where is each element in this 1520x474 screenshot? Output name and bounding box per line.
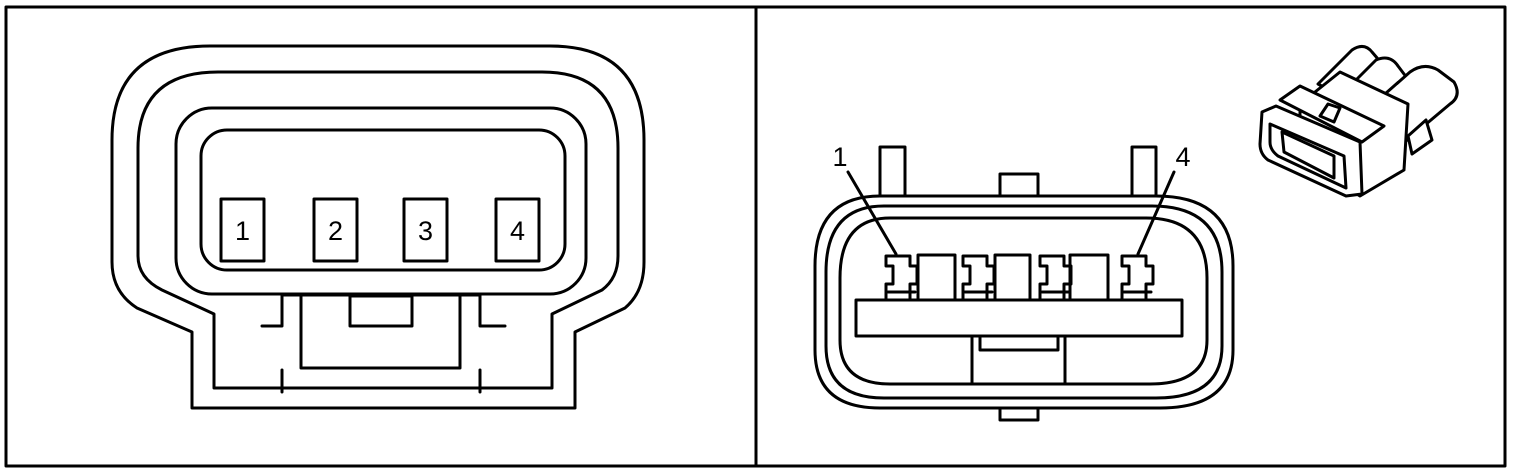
latch-base-lines [280, 368, 482, 394]
callout-1-leader [846, 170, 898, 256]
terminal-4-shape [1120, 254, 1155, 302]
terminal-2 [961, 254, 996, 302]
thumbnail-front-opening [1268, 122, 1348, 190]
body-inner-outline [838, 216, 1209, 386]
connector-thumbnail [1258, 45, 1459, 198]
callout-4-leader [1136, 170, 1176, 256]
pin-3-box [402, 197, 449, 263]
pin-2-box [312, 197, 359, 263]
thumbnail-front-cavity [1280, 130, 1336, 180]
thumbnail-latch-bump [1318, 102, 1342, 124]
pin-1-box [219, 197, 266, 263]
latch-tab [348, 294, 414, 328]
wire-seal [1406, 118, 1434, 156]
cavity-surround [174, 106, 588, 296]
latch-ramp-outer [260, 293, 507, 328]
callout-1-label: 1 [832, 142, 847, 172]
terminal-carrier [854, 298, 1184, 338]
terminal-4 [1120, 254, 1155, 302]
terminal-2-shape [961, 254, 996, 302]
body-outer-outline [813, 194, 1235, 410]
bottom-tab [998, 406, 1040, 422]
pin-3: 3 [402, 197, 449, 263]
top-latch-bracket [878, 145, 1158, 198]
pin-1: 1 [219, 197, 266, 263]
latch-ramp-inner [299, 294, 462, 370]
housing-inner-outline [136, 70, 620, 390]
pin-2: 2 [312, 197, 359, 263]
pin-2-label: 2 [328, 216, 343, 246]
terminal-1-shape [884, 254, 919, 302]
pin-4-label: 4 [510, 216, 525, 246]
terminal-cavity [199, 128, 567, 272]
terminal-3 [1038, 254, 1073, 302]
callout-1: 1 [832, 142, 898, 256]
terminal-1 [884, 254, 919, 302]
housing-outer-outline [110, 44, 646, 410]
terminal-3-shape [1038, 254, 1073, 302]
pin-4: 4 [494, 197, 541, 263]
pin-3-label: 3 [418, 216, 433, 246]
lower-key [970, 334, 1067, 386]
callout-4-label: 4 [1175, 142, 1190, 172]
pin-1-label: 1 [235, 216, 250, 246]
pin-4-box [494, 197, 541, 263]
callout-4: 4 [1136, 142, 1191, 256]
left-connector-face-view: 1 2 3 4 [110, 44, 646, 410]
terminal-divider-walls [916, 253, 1110, 302]
body-second-outline [824, 204, 1224, 400]
right-connector-face-view: 1 4 [813, 45, 1459, 422]
thumbnail-front-shell [1258, 104, 1364, 198]
